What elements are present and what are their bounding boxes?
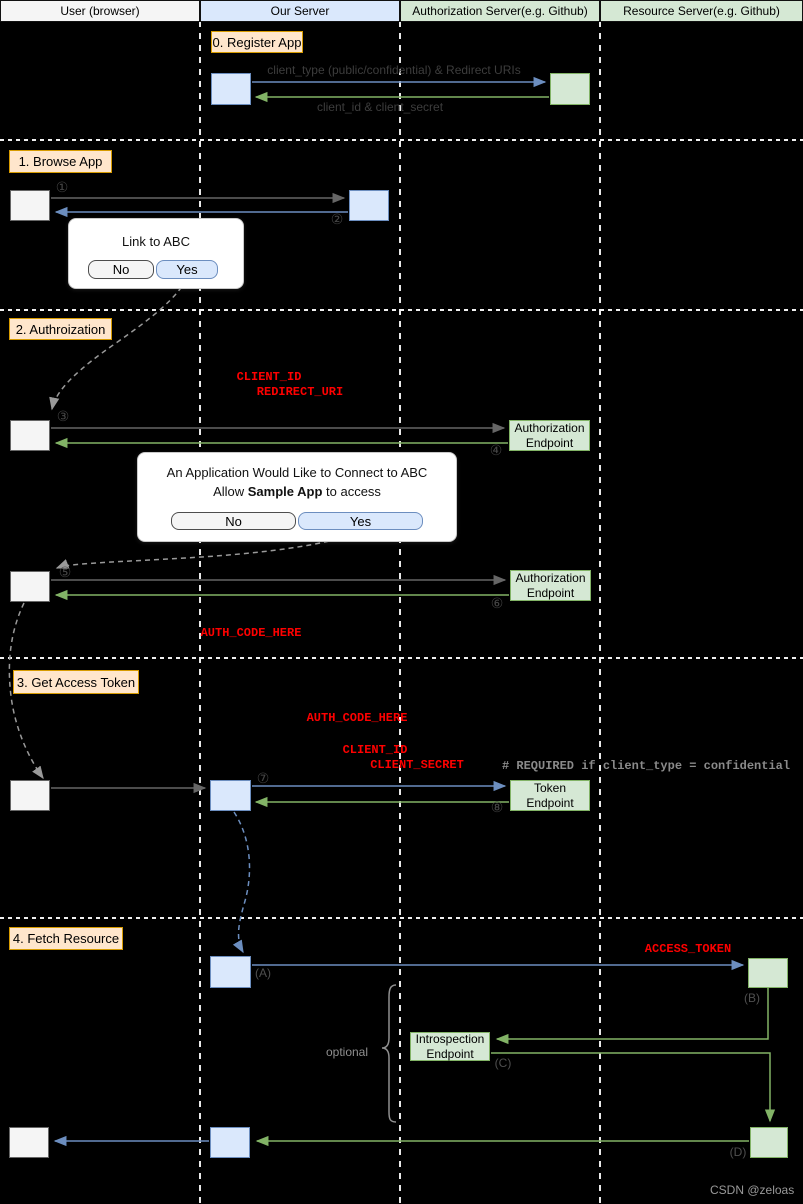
step-badge-4: ④ <box>489 443 503 459</box>
optional-brace <box>381 984 397 1123</box>
section-title-get-access-token: 3. Get Access Token <box>13 670 139 694</box>
label-register-request: client_type (public/confidential) & Redi… <box>267 63 521 77</box>
endpoint-box-introspection: Introspection Endpoint <box>410 1032 490 1061</box>
dialog2-title: An Application Would Like to Connect to … <box>166 465 428 480</box>
actor-box-our-server-s3 <box>210 780 251 811</box>
lane-header-auth-server: Authorization Server(e.g. Github) <box>400 0 600 22</box>
arrow-b-introspect <box>495 988 769 1045</box>
dialog-consent: An Application Would Like to Connect to … <box>137 452 457 542</box>
dialog2-app-name: Sample App <box>247 484 323 499</box>
lane-header-user: User (browser) <box>0 0 200 22</box>
actor-box-our-server-s0 <box>211 73 251 105</box>
dialog2-allow-suffix: to access <box>322 484 381 499</box>
curve-user-to-section3 <box>8 602 44 780</box>
dialog2-yes-button[interactable]: Yes <box>298 512 423 530</box>
lane-header-resource-server-label: Resource Server(e.g. Github) <box>623 4 780 18</box>
section-title-register-app: 0. Register App <box>211 31 303 53</box>
actor-box-our-server-s4 <box>210 956 251 988</box>
section-divider-lines <box>0 139 803 919</box>
dialog2-no-button[interactable]: No <box>171 512 296 530</box>
step-badge-6: ⑥ <box>490 596 504 612</box>
letter-label-b: (B) <box>744 991 760 1005</box>
step-badge-2: ② <box>330 212 344 228</box>
section-title-fetch-resource: 4. Fetch Resource <box>9 927 123 950</box>
code-label-client-id: CLIENT_ID <box>236 370 302 384</box>
dialog2-allow-line: Allow Sample App to access <box>138 484 456 499</box>
actor-box-user-s2a <box>10 420 50 451</box>
endpoint-box-authorization-1: Authorization Endpoint <box>509 420 590 451</box>
arrow-c-introspect-ok <box>491 1052 776 1123</box>
section-title-browse-app: 1. Browse App <box>9 150 112 173</box>
step-badge-3: ③ <box>56 409 70 425</box>
step-badge-8: ⑧ <box>490 800 504 816</box>
lane-header-user-label: User (browser) <box>60 4 140 18</box>
dialog1-title: Link to ABC <box>122 234 190 249</box>
comment-required-confidential: # REQUIRED if client_type = confidential <box>502 759 791 773</box>
watermark-text: CSDN @zeloas <box>710 1183 795 1197</box>
actor-box-resource-server-d <box>750 1127 788 1158</box>
letter-label-c: (C) <box>494 1056 512 1070</box>
lane-header-resource-server: Resource Server(e.g. Github) <box>600 0 803 22</box>
label-register-response: client_id & client_secret <box>316 100 444 114</box>
actor-box-our-server-final <box>210 1127 250 1158</box>
letter-label-a: (A) <box>255 966 271 980</box>
code-label-redirect-uri: REDIRECT_URI <box>256 385 344 399</box>
actor-box-user-final <box>9 1127 49 1158</box>
step-badge-5: ⑤ <box>58 565 72 581</box>
actor-box-user-s1 <box>10 190 50 221</box>
code-label-auth-code-2: AUTH_CODE_HERE <box>306 711 408 725</box>
dialog-link-to-abc: Link to ABC No Yes <box>68 218 244 289</box>
lane-header-our-server: Our Server <box>200 0 400 22</box>
curve-yes1-to-step3 <box>49 278 187 411</box>
lane-header-auth-server-label: Authorization Server(e.g. Github) <box>412 4 588 18</box>
letter-label-d: (D) <box>729 1145 747 1159</box>
endpoint-box-token: Token Endpoint <box>510 780 590 811</box>
lane-header-our-server-label: Our Server <box>270 4 330 18</box>
code-label-auth-code: AUTH_CODE_HERE <box>200 626 302 640</box>
endpoint-box-authorization-2: Authorization Endpoint <box>510 570 591 601</box>
curve-server-to-section4 <box>232 811 251 954</box>
code-label-client-id-2: CLIENT_ID <box>342 743 408 757</box>
actor-box-auth-server-s0 <box>550 73 590 105</box>
dialog1-yes-button[interactable]: Yes <box>156 260 218 279</box>
actor-box-our-server-s1 <box>349 190 389 221</box>
actor-box-user-s2b <box>10 571 50 602</box>
dialog1-no-button[interactable]: No <box>88 260 154 279</box>
code-label-client-secret: CLIENT_SECRET <box>370 758 464 772</box>
optional-label: optional <box>325 1045 369 1059</box>
step-badge-7: ⑦ <box>256 771 270 787</box>
dialog2-allow-prefix: Allow <box>213 484 248 499</box>
actor-box-resource-server-b <box>748 958 788 988</box>
actor-box-user-s3 <box>10 780 50 811</box>
step-badge-1: ① <box>55 180 69 196</box>
code-label-access-token: ACCESS_TOKEN <box>644 942 732 956</box>
section-title-authorization: 2. Authroization <box>9 318 112 340</box>
